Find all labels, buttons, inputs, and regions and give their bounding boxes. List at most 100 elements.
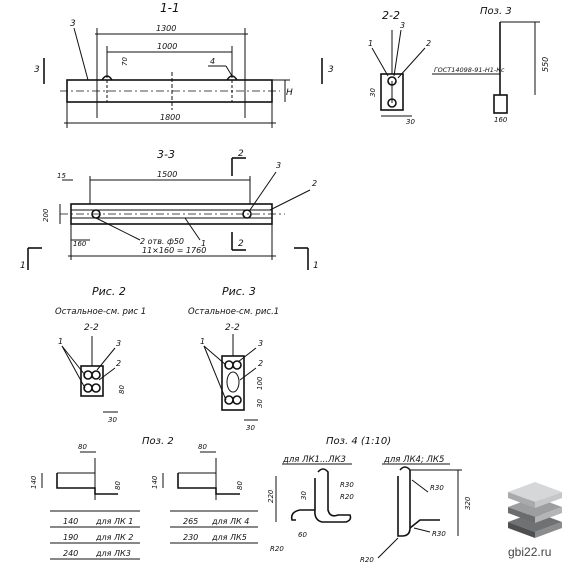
dim-1000: 1000 xyxy=(157,42,177,51)
hook1-dim-60: 60 xyxy=(298,531,307,539)
leader xyxy=(61,345,86,376)
leader xyxy=(61,345,86,389)
lifting-loop-right xyxy=(226,75,238,81)
section-2-2-top: 2-2 1 3 2 30 30 xyxy=(368,9,431,126)
pos3-plate xyxy=(493,94,508,114)
leader xyxy=(96,347,116,371)
fig2-outline xyxy=(80,365,104,397)
table-cell: 230 xyxy=(183,533,198,542)
rebar xyxy=(232,360,242,370)
fig2-leader-3: 3 xyxy=(116,339,121,348)
section-1-1: 1-1 1300 1000 70 4 3 H 1800 3 xyxy=(34,1,334,128)
hook1-r20b: R20 xyxy=(270,545,284,553)
leader-label-1: 1 xyxy=(368,39,373,48)
dim-1760: 11×160 = 1760 xyxy=(142,246,206,255)
pos2-dim-80c: 80 xyxy=(198,443,207,451)
dim-H: H xyxy=(286,88,293,98)
leader xyxy=(203,345,227,366)
hook2-label: для ЛК4; ЛК5 xyxy=(383,455,444,465)
dim-30a: 30 xyxy=(369,88,377,97)
rebar xyxy=(224,395,234,405)
fig2-dim-80: 80 xyxy=(118,385,126,394)
table-cell: для ЛК3 xyxy=(95,549,131,558)
fig2-dim-30: 30 xyxy=(108,416,117,424)
leader-3b xyxy=(393,29,402,77)
fig3-dim-100: 100 xyxy=(256,376,264,390)
leader xyxy=(239,367,257,381)
pos2-dim-80d: 80 xyxy=(236,481,244,490)
table-cell: для ЛК 1 xyxy=(95,517,133,526)
fig3-dim-30b: 30 xyxy=(246,424,255,432)
leader xyxy=(413,527,431,533)
rebar xyxy=(83,383,93,393)
holes-leader xyxy=(95,217,141,241)
dim-1500: 1500 xyxy=(157,170,177,179)
leader xyxy=(237,347,257,363)
pos2-bar-left xyxy=(56,473,118,495)
leader xyxy=(98,367,116,381)
leader xyxy=(411,479,429,493)
dim-1800: 1800 xyxy=(160,113,180,122)
fig3-dim-30a: 30 xyxy=(256,399,264,408)
hook2-shape xyxy=(397,466,411,537)
table-cell: 265 xyxy=(183,517,198,526)
pos2-bar-right xyxy=(177,473,240,495)
hook1-r30: R30 xyxy=(340,481,354,489)
hook1-shape xyxy=(314,468,352,523)
rebar xyxy=(232,395,242,405)
dim-550: 550 xyxy=(541,57,550,72)
pos2-dim-140b: 140 xyxy=(151,475,159,489)
leader-3 xyxy=(73,27,89,81)
rebar xyxy=(83,370,93,380)
leader-label-3b: 3 xyxy=(400,21,405,30)
dim-200: 200 xyxy=(42,208,50,222)
fig2-title: Рис. 2 xyxy=(92,285,126,298)
section-3-3: 3-3 1500 15 200 160 2 отв. ф50 1 3 2 2 2 xyxy=(20,148,319,271)
dim-160b: 160 xyxy=(73,240,87,248)
hook1-dim-220: 220 xyxy=(267,489,275,503)
fig3-leader-2: 2 xyxy=(258,359,263,368)
leader-1 xyxy=(371,47,389,77)
hook2-r30: R30 xyxy=(430,484,444,492)
dim-1300: 1300 xyxy=(156,24,176,33)
table-cell: для ЛК5 xyxy=(211,533,247,542)
hook2-r30b: R30 xyxy=(432,530,446,538)
fig3-note: Остальное-см. рис.1 xyxy=(188,307,279,317)
leader-label-1-33: 1 xyxy=(201,239,206,248)
leader-3-33 xyxy=(249,171,277,211)
leader-label-2: 2 xyxy=(426,39,431,48)
pos2-dim-140a: 140 xyxy=(30,475,38,489)
fig3-title: Рис. 3 xyxy=(222,285,256,298)
leader-1-33 xyxy=(184,217,201,241)
fig2-leader-1: 1 xyxy=(58,337,63,346)
rebar xyxy=(91,383,101,393)
holes-label: 2 отв. ф50 xyxy=(140,237,184,246)
leader xyxy=(203,345,227,401)
table-cell: 190 xyxy=(63,533,78,542)
dim-30b: 30 xyxy=(406,118,415,126)
hook1-r20: R20 xyxy=(340,493,354,501)
hook2-dim-320: 320 xyxy=(464,496,472,510)
hook2-r20: R20 xyxy=(360,556,374,564)
figure-2: Рис. 2 Остальное-см. рис 1 2-2 1 3 2 80 … xyxy=(55,285,146,424)
fig2-section-label: 2-2 xyxy=(84,323,99,333)
pos2-dim-80b: 80 xyxy=(114,481,122,490)
table-cell: для ЛК 2 xyxy=(95,533,133,542)
section-mark-1-left-label: 1 xyxy=(20,261,26,271)
stirrup xyxy=(226,371,240,393)
section-mark-2-top-label: 2 xyxy=(238,149,244,159)
section-2-2-title: 2-2 xyxy=(382,9,400,22)
fig3-leader-3: 3 xyxy=(258,339,263,348)
hook1-label: для ЛК1...ЛК3 xyxy=(282,455,346,465)
fig2-note: Остальное-см. рис 1 xyxy=(55,307,146,317)
figure-3: Рис. 3 Остальное-см. рис.1 2-2 1 3 2 100… xyxy=(188,285,279,432)
leader-label-2-33: 2 xyxy=(312,179,317,188)
watermark-logo: gbi22.ru xyxy=(508,482,562,559)
table-cell: 240 xyxy=(63,549,78,558)
hook2-tail xyxy=(409,519,440,529)
lifting-loop-left xyxy=(101,75,113,81)
position-2: Поз. 2 80 140 80 80 140 80 140 для ЛК 1 … xyxy=(30,436,258,560)
leader xyxy=(377,537,399,559)
